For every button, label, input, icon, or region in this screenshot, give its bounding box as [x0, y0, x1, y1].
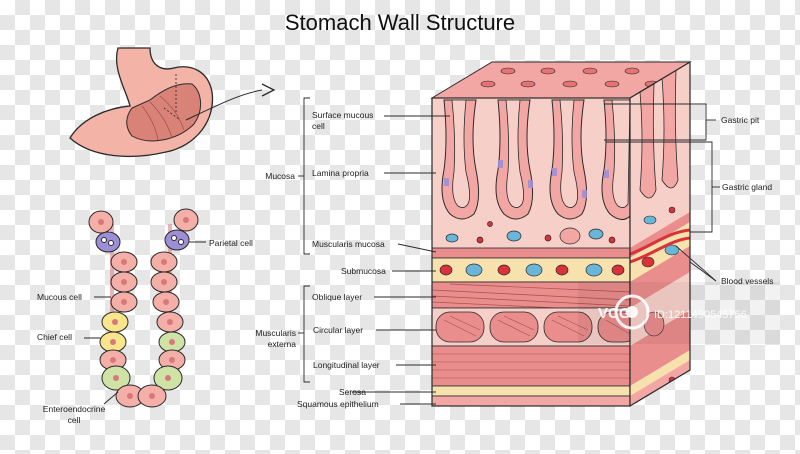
label-chief-cell: Chief cell [37, 332, 72, 342]
diagram-title: Stomach Wall Structure [285, 10, 515, 35]
label-mucous-cell: Mucous cell [37, 292, 82, 302]
label-muscularis-mucosa: Muscularis mucosa [312, 239, 385, 249]
label-oblique-layer: Oblique layer [312, 292, 362, 302]
label-enteroendocrine-cell-line1: Enteroendocrine [43, 404, 106, 414]
gastric-gland-illustration [84, 208, 206, 408]
label-muscularis-externa-line2: externa [268, 339, 297, 349]
watermark-logo-icon [614, 294, 650, 330]
label-longitudinal-layer: Longitudinal layer [313, 360, 380, 370]
label-enteroendocrine-cell-line2: cell [68, 415, 81, 425]
label-blood-vessels: Blood vessels [721, 276, 773, 286]
label-mucosa: Mucosa [265, 171, 295, 181]
label-parietal-cell: Parietal cell [209, 238, 253, 248]
label-muscularis-externa-line1: Muscularis [255, 328, 296, 338]
label-lamina-propria: Lamina propria [312, 168, 369, 178]
label-surface-mucous-cell-line2: cell [312, 121, 325, 131]
label-gastric-gland: Gastric gland [722, 182, 772, 192]
label-gastric-pit: Gastric pit [721, 115, 760, 125]
label-circular-layer: Circular layer [313, 325, 363, 335]
watermark-id: ID:1211490545756 [654, 309, 747, 321]
stomach-organ-illustration [69, 47, 276, 158]
label-serosa: Serosa [339, 387, 366, 397]
watermark: VCG ID:1211490545756 [578, 282, 780, 344]
label-submucosa: Submucosa [341, 266, 386, 276]
label-surface-mucous-cell-line1: Surface mucous [312, 110, 373, 120]
annotation-lines [298, 97, 720, 405]
watermark-brand: VCG [598, 305, 631, 322]
tissue-block [430, 60, 692, 408]
label-squamous-epithelium: Squamous epithelium [297, 399, 379, 409]
